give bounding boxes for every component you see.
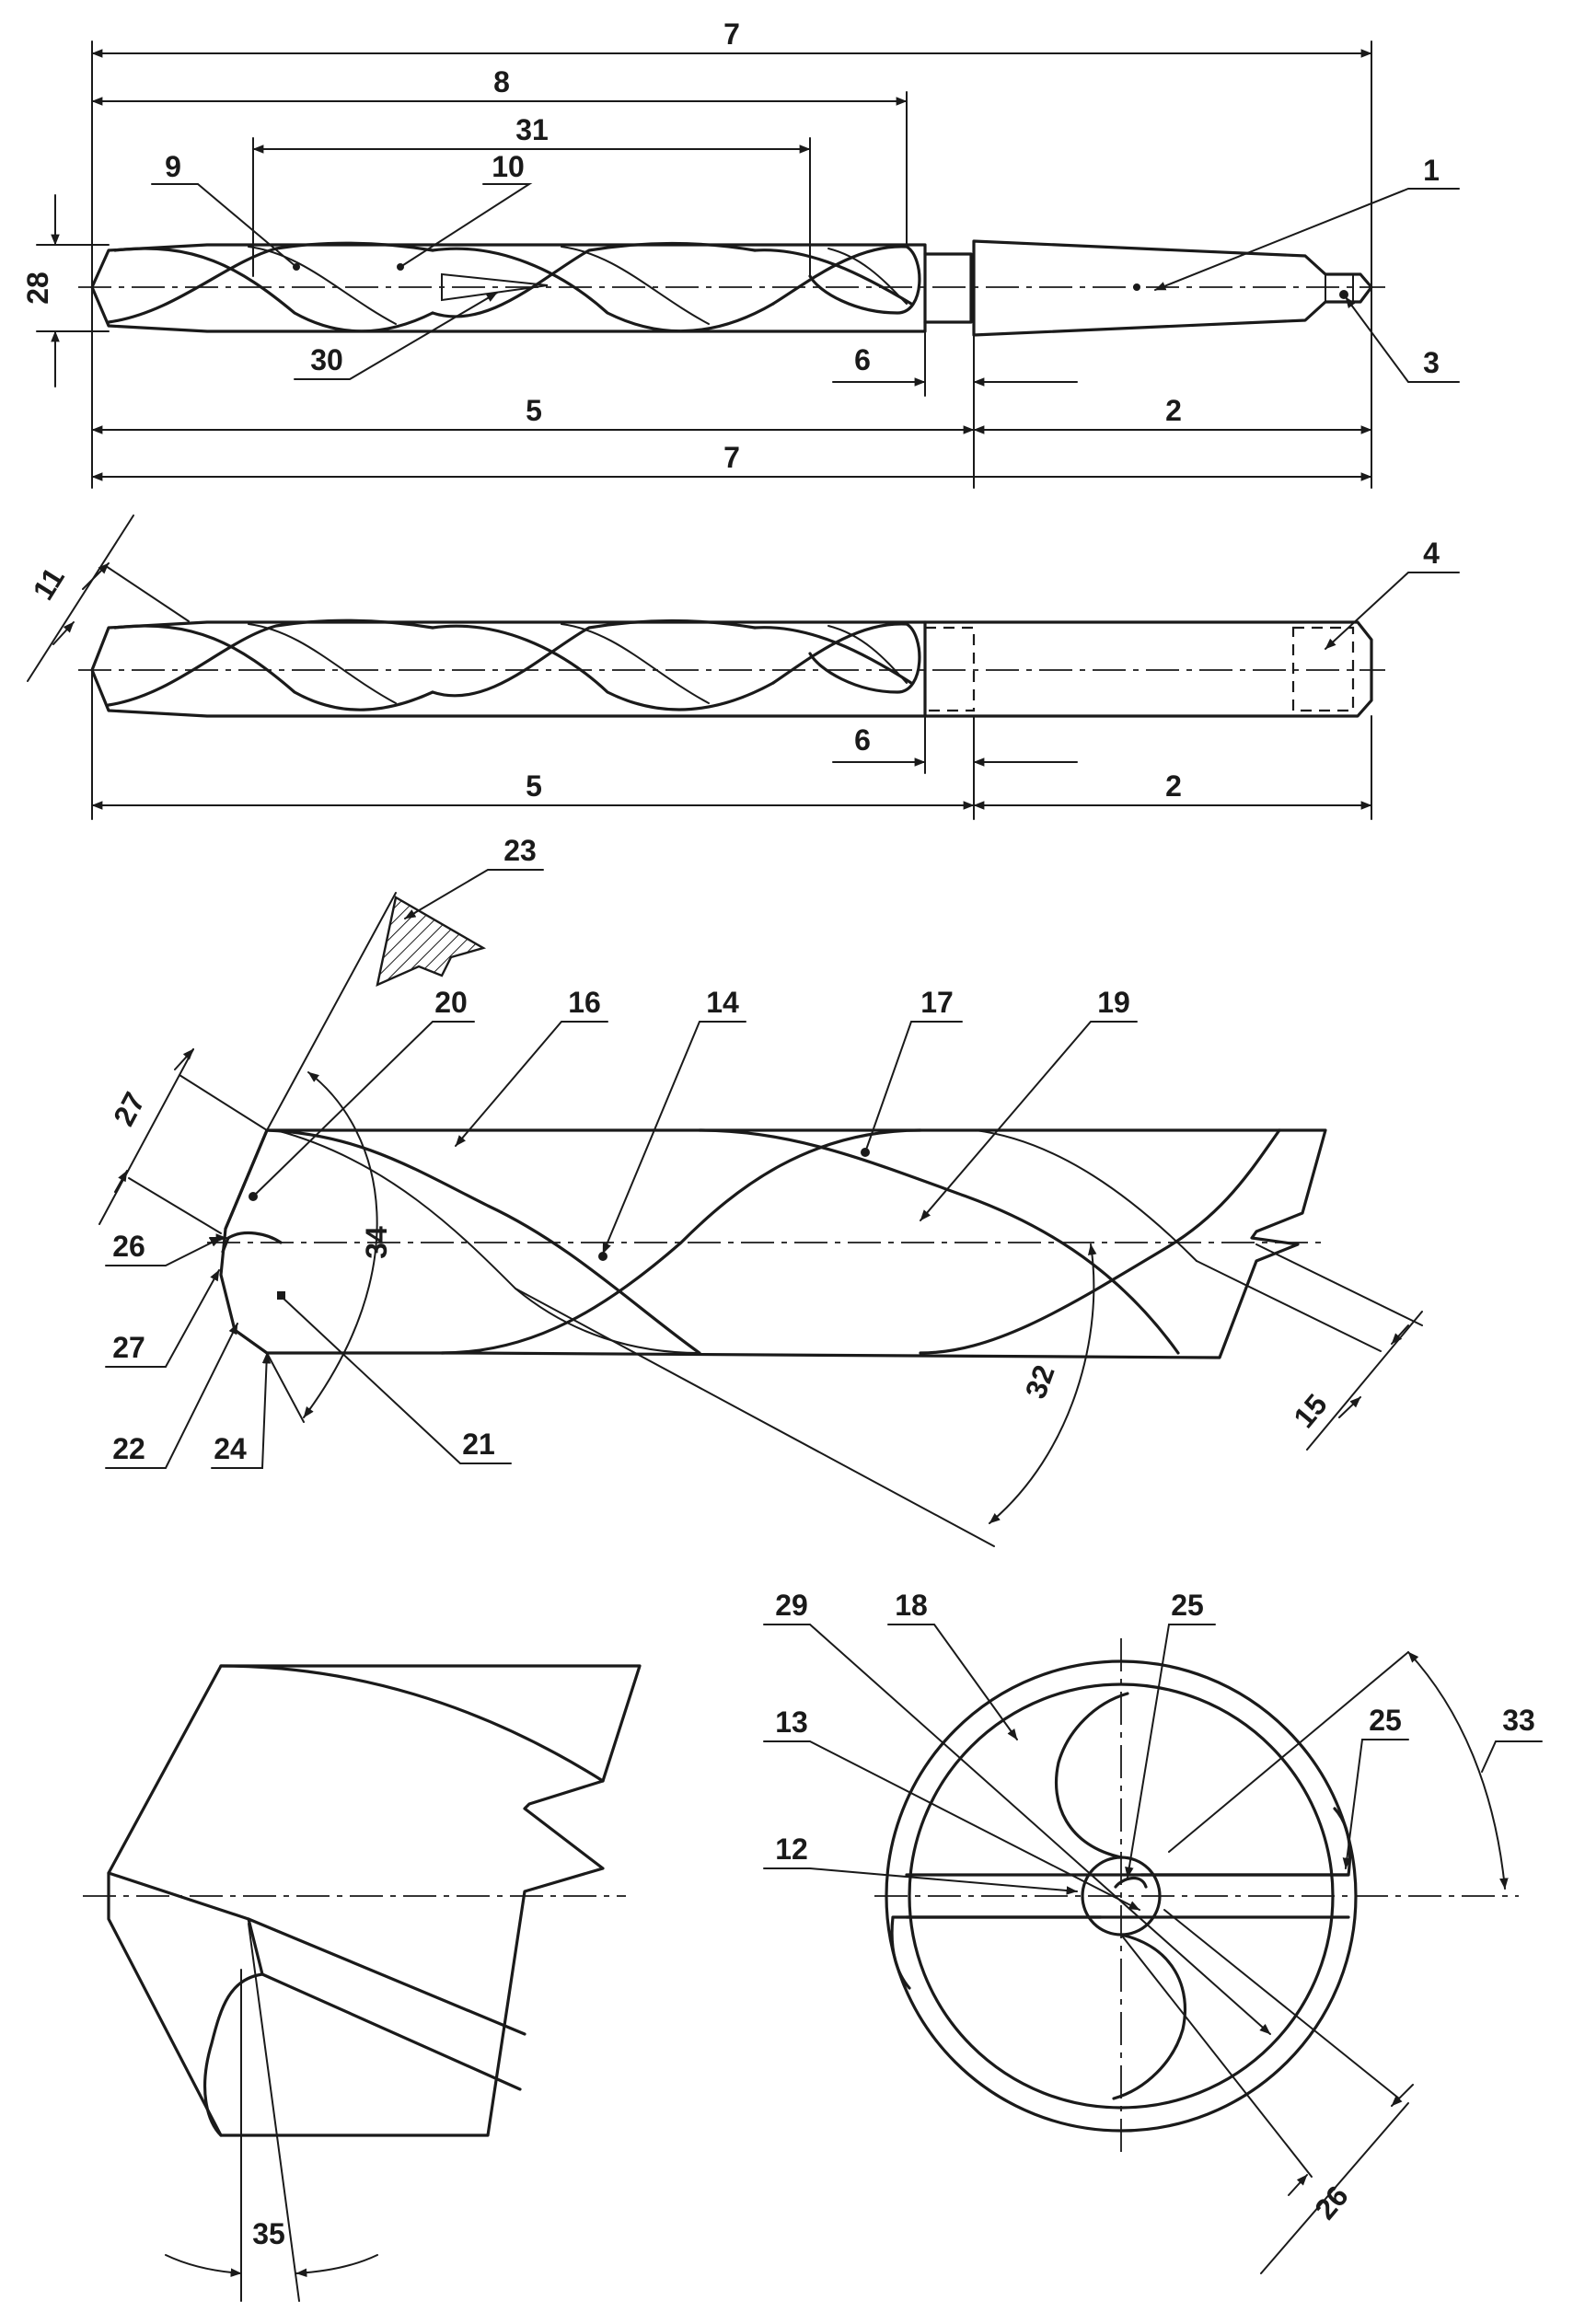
hatched-cross-section — [376, 896, 487, 988]
label-27-b: 27 — [112, 1331, 145, 1364]
label-26-a: 26 — [112, 1230, 145, 1263]
dim-2-a: 2 — [1165, 394, 1182, 427]
dim-7-top: 7 — [723, 17, 740, 51]
label-9: 9 — [165, 150, 181, 183]
callout-leaders-view-5 — [763, 1624, 1409, 2035]
label-14: 14 — [706, 986, 739, 1019]
label-13: 13 — [775, 1705, 808, 1739]
dimensions-view-1 — [36, 40, 1372, 489]
label-18: 18 — [895, 1589, 928, 1622]
callout-leaders-view-3 — [105, 869, 1138, 1469]
label-19: 19 — [1097, 986, 1130, 1019]
dim-35: 35 — [252, 2217, 285, 2250]
cutting-lip-lower — [233, 1328, 269, 1355]
label-24: 24 — [214, 1432, 247, 1465]
chisel-edge — [221, 1231, 283, 1254]
dimension-labels: 7 8 31 28 6 5 2 7 11 6 5 2 27 34 32 15 3… — [21, 17, 1535, 2250]
callout-labels: 1 3 4 9 10 30 23 20 16 14 17 19 26 27 22… — [112, 150, 1440, 1866]
label-10: 10 — [492, 150, 525, 183]
label-17: 17 — [920, 986, 954, 1019]
dim-2-b: 2 — [1165, 769, 1182, 803]
label-29: 29 — [775, 1589, 808, 1622]
dimensions-view-3 — [98, 892, 1423, 1547]
dim-32: 32 — [1019, 1360, 1061, 1403]
enlarged-drill-view — [207, 896, 1327, 1359]
callout-leaders-view-1 — [151, 183, 1460, 383]
point-detail-outline — [107, 1664, 642, 2137]
label-25-a: 25 — [1171, 1589, 1204, 1622]
dim-8: 8 — [493, 65, 510, 98]
flutes — [107, 241, 921, 333]
label-23: 23 — [503, 834, 537, 867]
dim-5-a: 5 — [526, 394, 542, 427]
dim-28: 28 — [21, 272, 54, 305]
label-3: 3 — [1423, 346, 1440, 379]
label-25-b: 25 — [1369, 1704, 1402, 1737]
dim-33: 33 — [1502, 1704, 1535, 1737]
flutes — [107, 619, 921, 711]
dim-31: 31 — [515, 113, 549, 146]
label-21: 21 — [462, 1428, 495, 1461]
drill-body-outline — [90, 620, 927, 718]
point-detail-view — [83, 1664, 642, 2302]
label-16: 16 — [568, 986, 601, 1019]
dim-27-a: 27 — [107, 1087, 151, 1131]
angle-leader-33 — [1481, 1740, 1543, 1773]
taper-shank-drill-view — [78, 239, 1385, 337]
cutting-lip-upper — [224, 1128, 269, 1231]
taper-shank — [972, 239, 1373, 337]
neck — [923, 252, 973, 324]
dim-34: 34 — [360, 1226, 393, 1259]
label-1: 1 — [1423, 154, 1440, 187]
dim-6-b: 6 — [854, 723, 871, 757]
dim-6-a: 6 — [854, 343, 871, 376]
label-20: 20 — [434, 986, 468, 1019]
dimensions-view-2 — [27, 515, 1460, 820]
enlarged-body-outline — [219, 1128, 1327, 1359]
label-30: 30 — [310, 343, 343, 376]
label-22: 22 — [112, 1432, 145, 1465]
end-view — [874, 1638, 1519, 2274]
label-4: 4 — [1423, 537, 1440, 570]
dim-7-bottom: 7 — [723, 441, 740, 474]
dim-5-b: 5 — [526, 769, 542, 803]
dim-26-b: 26 — [1308, 2179, 1354, 2226]
straight-shank-drill-view — [78, 619, 1385, 718]
label-12: 12 — [775, 1833, 808, 1866]
straight-shank — [923, 620, 1373, 718]
dim-11: 11 — [26, 561, 70, 606]
